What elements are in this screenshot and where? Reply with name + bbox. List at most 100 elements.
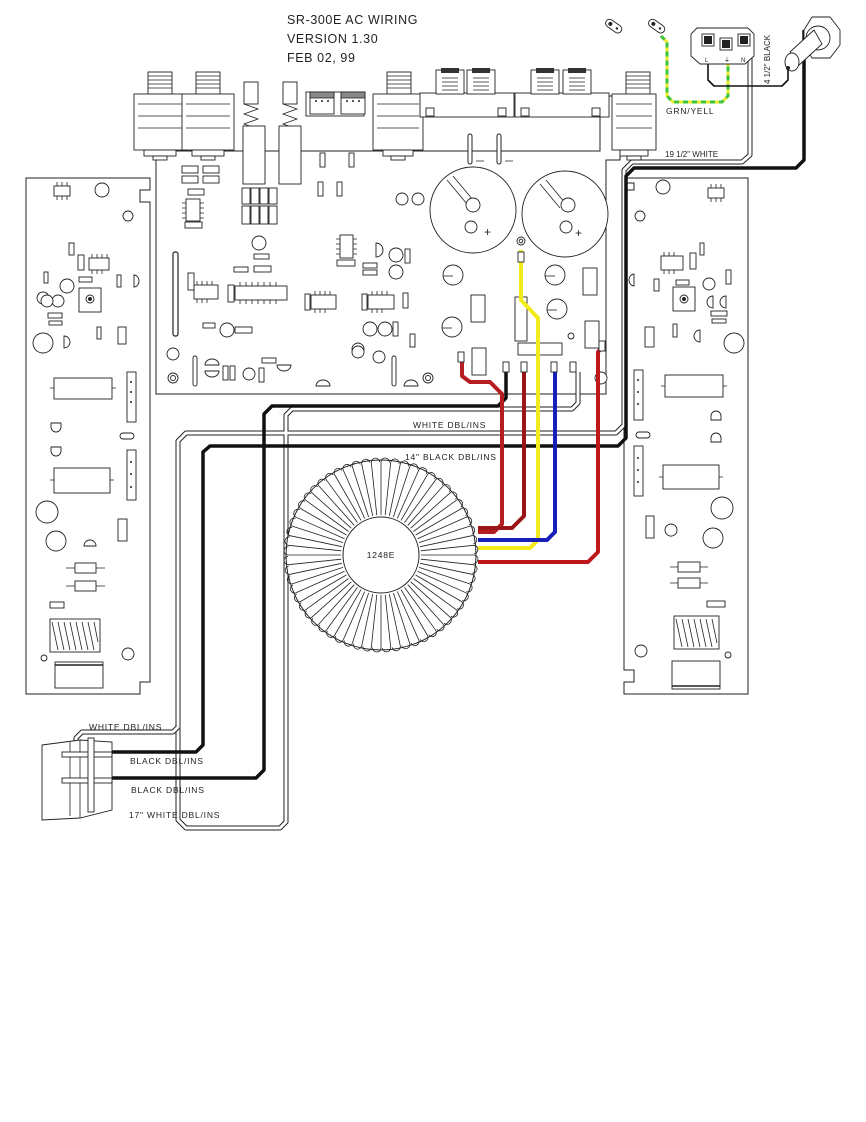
- label-4-5-black: 4 1/2" BLACK: [763, 34, 772, 84]
- label-17-white-dbl-ins: 17" WHITE DBL/INS: [129, 810, 220, 820]
- toroid-winding: [289, 570, 345, 594]
- toroid-winding: [304, 581, 352, 619]
- label-black-dbl-ins-2: BLACK DBL/INS: [131, 785, 205, 795]
- toroid-winding: [342, 463, 366, 519]
- jack-3: [372, 71, 424, 161]
- toroid-winding: [417, 570, 469, 602]
- jack-2: [181, 71, 235, 161]
- jack-1: [133, 71, 187, 161]
- toroid-winding: [388, 460, 409, 516]
- toroid-winding: [404, 587, 437, 638]
- resistor-chain: [172, 251, 179, 337]
- svg-text:+: +: [575, 226, 582, 240]
- toroid-winding: [420, 558, 478, 574]
- label-white-dbl-ins-switch: WHITE DBL/INS: [89, 722, 162, 732]
- toroid-winding: [413, 499, 464, 532]
- input-jacks: [133, 68, 657, 161]
- toroid-winding: [289, 517, 344, 543]
- label-grn-yell: GRN/YELL: [666, 106, 714, 116]
- toroid-winding: [343, 592, 369, 647]
- label-14-black-dbl-ins: 14" BLACK DBL/INS: [405, 452, 497, 462]
- toroid-winding: [400, 472, 436, 521]
- main-pcb: + +: [155, 81, 621, 395]
- toroid-winding: [418, 525, 476, 543]
- toroid-winding: [396, 591, 420, 647]
- toroid-winding: [420, 535, 478, 548]
- toroid-winding: [420, 544, 479, 554]
- power-switch: [41, 737, 113, 821]
- toroid-winding: [410, 581, 452, 625]
- right-amp-pcb: [623, 177, 749, 695]
- toroid-winding: [351, 460, 369, 518]
- terminal-label-line: L: [705, 58, 709, 64]
- fuse-holder: [784, 16, 841, 72]
- toroid-winding: [286, 567, 344, 585]
- toroid-winding: [388, 594, 401, 652]
- toroid-winding: [421, 554, 479, 564]
- toroidal-transformer: 1248E: [283, 457, 479, 653]
- transformer-label: 1248E: [367, 550, 396, 560]
- toroid-winding: [361, 458, 374, 516]
- toroid-winding: [415, 574, 464, 610]
- title-block: SR-300E AC WIRING VERSION 1.30 FEB 02, 9…: [287, 13, 418, 65]
- toroid-winding: [370, 457, 380, 516]
- toroid-winding: [372, 595, 382, 653]
- toroid-winding: [293, 574, 347, 603]
- terminal-label-neutral: N: [741, 58, 745, 64]
- diagram-version: VERSION 1.30: [287, 32, 378, 46]
- toroid-winding: [311, 584, 355, 626]
- toroid-winding: [293, 508, 345, 540]
- toroid-winding: [362, 594, 378, 652]
- toroid-winding: [393, 592, 411, 650]
- toroid-winding: [400, 589, 429, 643]
- toroid-winding: [420, 562, 476, 583]
- toroid-winding: [417, 516, 473, 540]
- toroid-winding: [325, 472, 358, 523]
- diagram-date: FEB 02, 99: [287, 51, 356, 65]
- toroid-winding: [286, 527, 342, 548]
- toroid-winding: [415, 507, 469, 536]
- filter-capacitor-right: +: [521, 170, 609, 258]
- toroid-winding: [298, 500, 347, 536]
- toroid-winding: [393, 463, 419, 518]
- toroid-winding: [334, 591, 366, 643]
- toroid-winding: [310, 485, 352, 529]
- power-inlet: L ⏚ N: [690, 27, 755, 65]
- filter-capacitor-left: +: [429, 166, 517, 254]
- toroid-winding: [283, 546, 341, 556]
- label-white-dbl-ins: WHITE DBL/INS: [413, 420, 486, 430]
- left-amp-pcb: [25, 177, 151, 695]
- label-19-5-white: 19 1/2" WHITE: [665, 150, 718, 159]
- terminal-label-ground: ⏚: [724, 57, 730, 64]
- toroid-winding: [413, 578, 459, 618]
- wire-labels: GRN/YELL 19 1/2" WHITE 4 1/2" BLACK WHIT…: [89, 34, 772, 820]
- jack-4: [611, 71, 657, 161]
- toroid-winding: [298, 578, 349, 611]
- toroid-winding: [284, 562, 342, 575]
- toroid-winding: [333, 467, 362, 521]
- toroid-winding: [303, 492, 349, 532]
- toroid-winding: [284, 536, 342, 552]
- diagram-title: SR-300E AC WIRING: [287, 13, 418, 27]
- toroid-winding: [418, 567, 473, 593]
- label-black-dbl-ins-1: BLACK DBL/INS: [130, 756, 204, 766]
- rca-connector-block: [419, 68, 610, 118]
- toroid-winding: [404, 477, 444, 523]
- toroid-winding: [353, 594, 374, 650]
- toroid-winding: [407, 484, 451, 526]
- toroid-winding: [318, 587, 358, 633]
- svg-text:+: +: [484, 225, 491, 239]
- toroid-winding: [407, 584, 445, 632]
- toroid-winding: [382, 594, 392, 653]
- toroid-winding: [410, 491, 458, 529]
- wires: [73, 30, 806, 831]
- transformer-terminals: [457, 251, 606, 373]
- toroid-winding: [317, 478, 355, 526]
- toroid-winding: [396, 467, 428, 519]
- toroid-winding: [283, 556, 342, 566]
- toroid-winding: [380, 457, 390, 515]
- toroid-winding: [384, 458, 400, 516]
- toroid-winding: [326, 589, 362, 638]
- ground-lugs: [605, 18, 666, 34]
